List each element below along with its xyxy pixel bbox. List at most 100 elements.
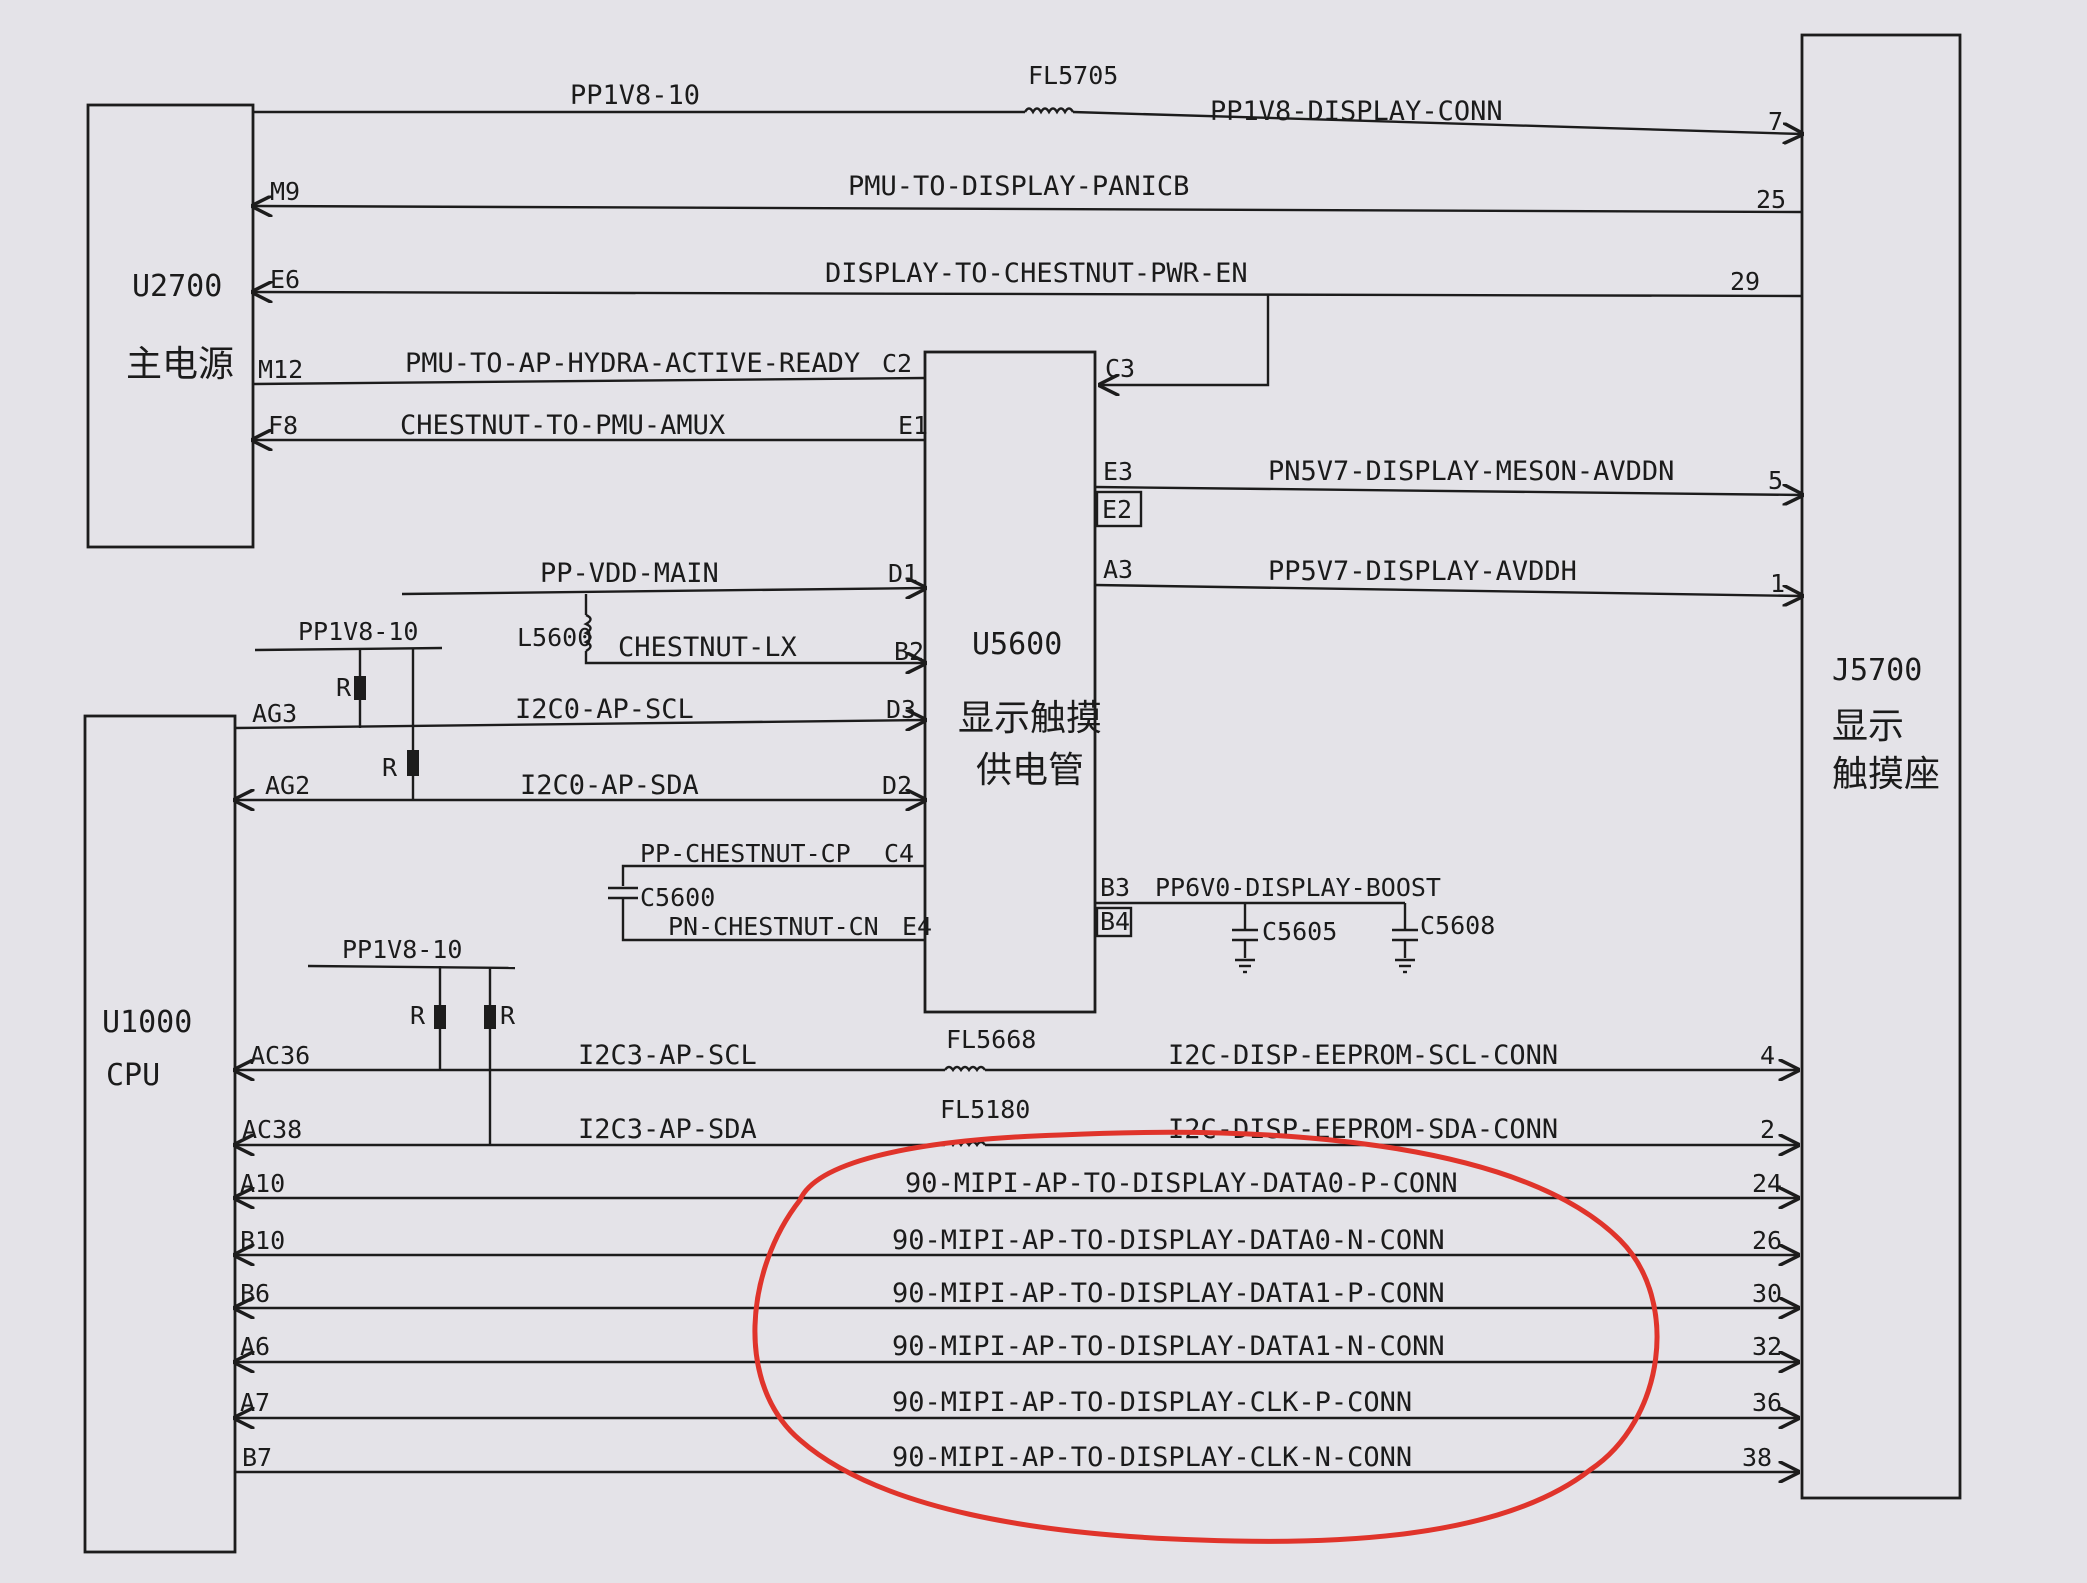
pin-j5700-1: 1 — [1770, 569, 1785, 598]
u2700-ref: U2700 — [132, 269, 222, 304]
pin-u5600-e2: E2 — [1102, 495, 1132, 524]
net-boost: B3 B4 PP6V0-DISPLAY-BOOST C5605 C5608 — [1095, 873, 1495, 974]
mipi-net-clk-n: 90-MIPI-AP-TO-DISPLAY-CLK-N-CONN — [892, 1442, 1412, 1473]
pin-j5700-24: 24 — [1752, 1169, 1782, 1198]
net-label-avddh: PP5V7-DISPLAY-AVDDH — [1268, 556, 1577, 587]
u1000-desc: CPU — [106, 1058, 160, 1093]
pin-j5700-30: 30 — [1752, 1279, 1782, 1308]
net-i2c3-scl: AC36 I2C3-AP-SCL FL5668 I2C-DISP-EEPROM-… — [235, 1025, 1798, 1071]
net-label-ee-scl: I2C-DISP-EEPROM-SCL-CONN — [1168, 1040, 1558, 1071]
net-vdd-main: PP-VDD-MAIN D1 — [401, 558, 925, 594]
net-label-hydra: PMU-TO-AP-HYDRA-ACTIVE-READY — [405, 348, 860, 379]
net-amux: F8 CHESTNUT-TO-PMU-AMUX E1 — [253, 410, 928, 441]
pin-u1000-b6: B6 — [240, 1279, 270, 1308]
pin-j5700-4: 4 — [1760, 1041, 1775, 1070]
pin-j5700-32: 32 — [1752, 1332, 1782, 1361]
net-label-pp1v8-display-conn: PP1V8-DISPLAY-CONN — [1210, 96, 1503, 127]
net-label-pp1v8-10c: PP1V8-10 — [342, 935, 462, 964]
u5600-desc-line1: 显示触摸 — [958, 698, 1102, 739]
pin-u1000-ag3: AG3 — [252, 699, 297, 728]
u5600-ref: U5600 — [972, 627, 1062, 662]
pullup-i2c0: PP1V8-10 R R — [254, 617, 443, 800]
part-fl5705: FL5705 — [1028, 61, 1118, 90]
pin-j5700-7: 7 — [1768, 107, 1783, 136]
mipi-highlight-circle — [752, 1129, 1660, 1544]
net-hydra: M12 PMU-TO-AP-HYDRA-ACTIVE-READY C2 — [252, 348, 926, 386]
mipi-lane-4: A7 90-MIPI-AP-TO-DISPLAY-CLK-P-CONN 36 — [235, 1387, 1798, 1418]
net-label-boost: PP6V0-DISPLAY-BOOST — [1155, 873, 1441, 902]
part-l5600: L5600 — [517, 623, 592, 652]
part-r2: R — [382, 753, 398, 782]
net-label-cp: PP-CHESTNUT-CP — [640, 839, 851, 868]
pin-u5600-c4: C4 — [884, 839, 914, 868]
net-label-cn: PN-CHESTNUT-CN — [668, 912, 879, 941]
resistor-r4 — [484, 1005, 496, 1029]
mipi-net-data0-p: 90-MIPI-AP-TO-DISPLAY-DATA0-P-CONN — [905, 1168, 1458, 1199]
pin-u5600-c2: C2 — [882, 349, 912, 378]
net-i2c3-sda: AC38 I2C3-AP-SDA FL5180 I2C-DISP-EEPROM-… — [235, 1095, 1798, 1145]
net-label-meson: PN5V7-DISPLAY-MESON-AVDDN — [1268, 456, 1674, 487]
net-label-i2c3-sda: I2C3-AP-SDA — [578, 1114, 757, 1145]
resistor-r2 — [407, 750, 419, 776]
pin-u2700-m12: M12 — [258, 355, 303, 384]
pin-u1000-a6: A6 — [240, 1332, 270, 1361]
pin-u2700-m9: M9 — [270, 177, 300, 206]
net-i2c0-sda: AG2 I2C0-AP-SDA D2 — [235, 770, 925, 801]
net-label-lx: CHESTNUT-LX — [618, 632, 797, 663]
mipi-lane-1: B10 90-MIPI-AP-TO-DISPLAY-DATA0-N-CONN 2… — [235, 1225, 1798, 1256]
pin-u1000-a10: A10 — [240, 1169, 285, 1198]
u1000-box: U1000 CPU — [83, 714, 237, 1554]
j5700-desc-line2: 触摸座 — [1832, 754, 1940, 795]
part-c5605: C5605 — [1262, 917, 1337, 946]
pin-j5700-25: 25 — [1756, 185, 1786, 214]
u2700-desc: 主电源 — [126, 344, 234, 385]
net-label-pp1v8-10b: PP1V8-10 — [298, 617, 418, 646]
pin-u2700-f8: F8 — [268, 411, 298, 440]
pin-u5600-d1: D1 — [888, 559, 918, 588]
pin-u1000-b10: B10 — [240, 1226, 285, 1255]
mipi-lane-3: A6 90-MIPI-AP-TO-DISPLAY-DATA1-N-CONN 32 — [235, 1331, 1798, 1362]
pin-u5600-e4: E4 — [902, 912, 932, 941]
pin-u2700-e6: E6 — [270, 265, 300, 294]
pin-j5700-38: 38 — [1742, 1443, 1772, 1472]
part-r4: R — [500, 1001, 516, 1030]
pin-u1000-a7: A7 — [240, 1388, 270, 1417]
j5700-box: J5700 显示 触摸座 — [1800, 33, 1962, 1500]
net-i2c0-scl: AG3 I2C0-AP-SCL D3 — [234, 694, 925, 728]
pin-u5600-a3: A3 — [1103, 555, 1133, 584]
part-r3: R — [410, 1001, 426, 1030]
u1000-ref: U1000 — [102, 1005, 192, 1040]
pin-j5700-5: 5 — [1768, 466, 1783, 495]
mipi-lane-0: A10 90-MIPI-AP-TO-DISPLAY-DATA0-P-CONN 2… — [235, 1168, 1798, 1199]
resistor-r3 — [434, 1005, 446, 1029]
pin-u1000-ac38: AC38 — [242, 1115, 302, 1144]
part-c5600: C5600 — [640, 883, 715, 912]
mipi-lane-2: B6 90-MIPI-AP-TO-DISPLAY-DATA1-P-CONN 30 — [235, 1278, 1798, 1309]
u2700-box: U2700 主电源 — [86, 103, 255, 549]
j5700-desc-line1: 显示 — [1832, 706, 1904, 747]
mipi-lane-5: B7 90-MIPI-AP-TO-DISPLAY-CLK-N-CONN 38 — [235, 1442, 1798, 1473]
net-label-i2c3-scl: I2C3-AP-SCL — [578, 1040, 757, 1071]
net-pwr-en: E6 DISPLAY-TO-CHESTNUT-PWR-EN 29 C3 — [253, 258, 1803, 385]
part-r1: R — [336, 673, 352, 702]
resistor-r1 — [354, 676, 366, 700]
mipi-net-data0-n: 90-MIPI-AP-TO-DISPLAY-DATA0-N-CONN — [892, 1225, 1445, 1256]
pin-u1000-b7: B7 — [242, 1443, 272, 1472]
mipi-net-clk-p: 90-MIPI-AP-TO-DISPLAY-CLK-P-CONN — [892, 1387, 1412, 1418]
net-avddh: A3 PP5V7-DISPLAY-AVDDH 1 — [1094, 555, 1802, 598]
pin-u5600-d3: D3 — [886, 695, 916, 724]
net-label-pmu-panic: PMU-TO-DISPLAY-PANICB — [848, 171, 1189, 202]
pin-u5600-d2: D2 — [882, 771, 912, 800]
net-meson: E3 E2 PN5V7-DISPLAY-MESON-AVDDN 5 — [1094, 456, 1802, 528]
net-pmu-panic: M9 PMU-TO-DISPLAY-PANICB 25 — [253, 171, 1803, 214]
net-label-vdd-main: PP-VDD-MAIN — [540, 558, 719, 589]
j5700-ref: J5700 — [1832, 653, 1922, 688]
pin-u5600-b4: B4 — [1100, 907, 1130, 936]
pin-j5700-29: 29 — [1730, 267, 1760, 296]
net-pp1v8-display: PP1V8-10 FL5705 PP1V8-DISPLAY-CONN 7 — [253, 61, 1802, 136]
mipi-net-data1-n: 90-MIPI-AP-TO-DISPLAY-DATA1-N-CONN — [892, 1331, 1445, 1362]
pin-u1000-ag2: AG2 — [265, 771, 310, 800]
net-label-pwr-en: DISPLAY-TO-CHESTNUT-PWR-EN — [825, 258, 1248, 289]
mipi-net-data1-p: 90-MIPI-AP-TO-DISPLAY-DATA1-P-CONN — [892, 1278, 1445, 1309]
